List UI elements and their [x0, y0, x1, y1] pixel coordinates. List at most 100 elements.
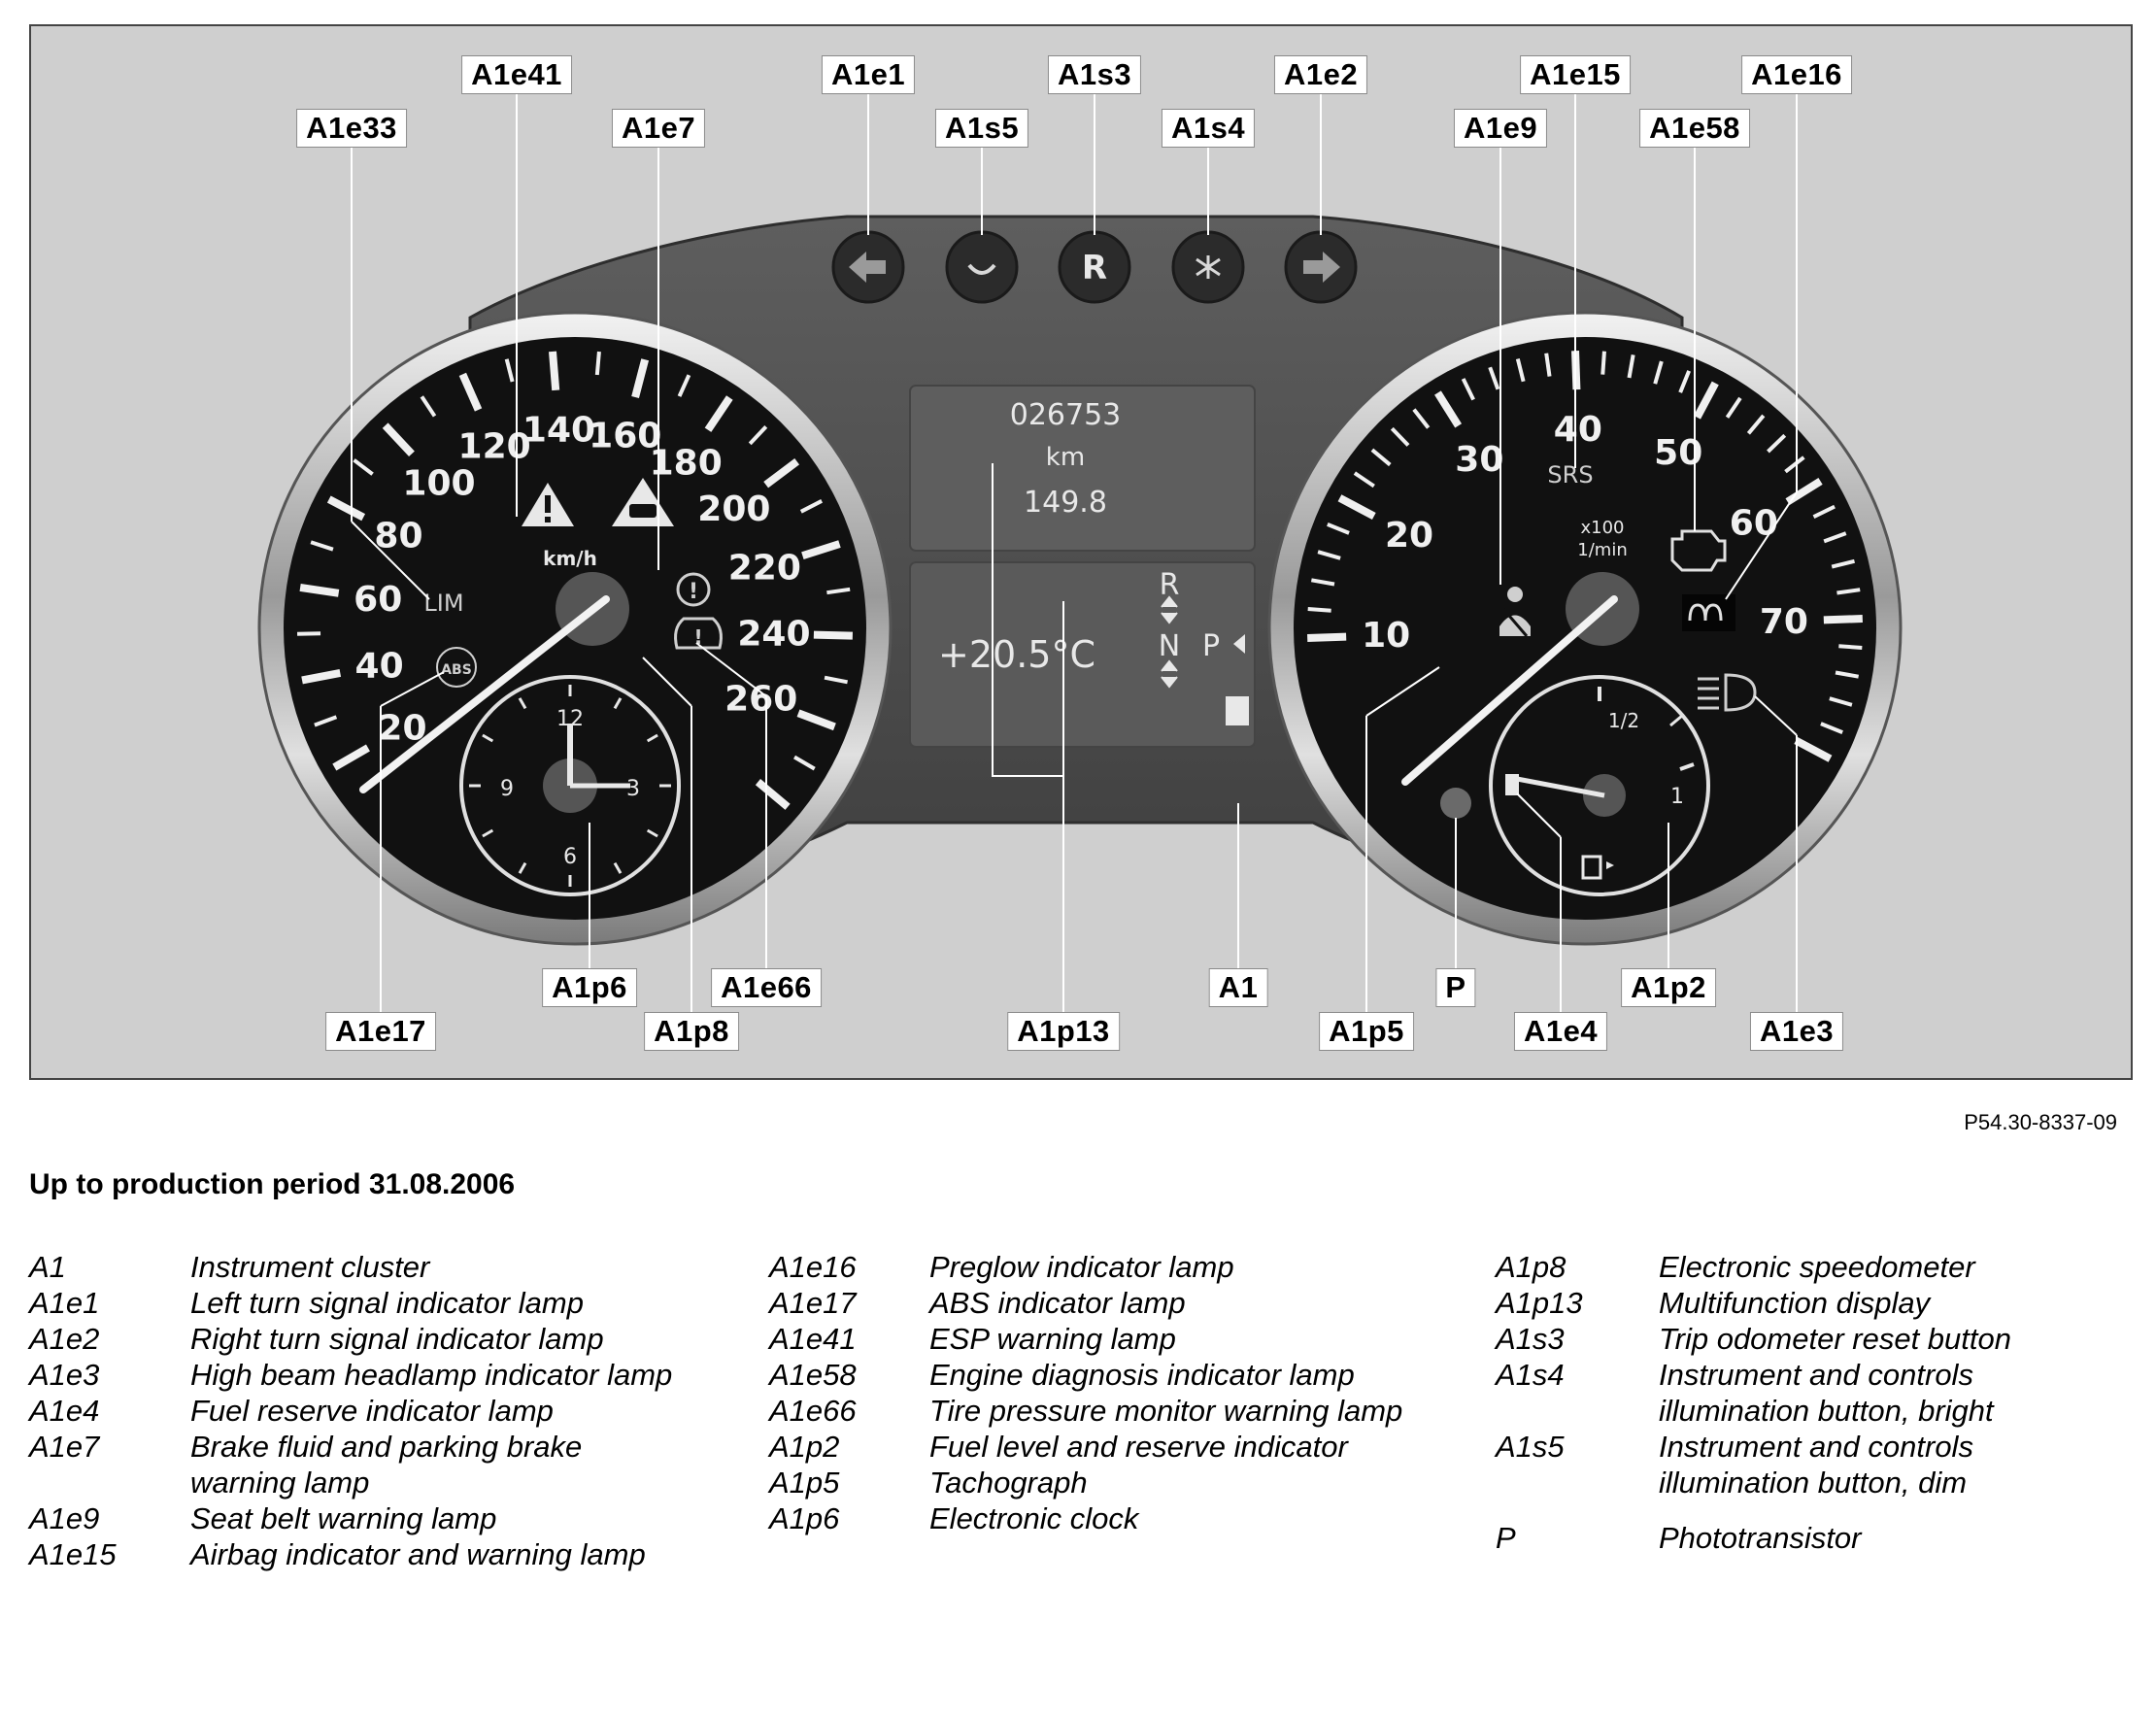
rpm-scale-tick: [1353, 471, 1375, 489]
legend-code: A1e16: [769, 1250, 857, 1284]
rpm-scale-tick: [1838, 644, 1863, 650]
legend-text: Right turn signal indicator lamp: [190, 1322, 604, 1356]
legend-text: Fuel reserve indicator lamp: [190, 1394, 554, 1428]
legend-text: Trip odometer reset button: [1659, 1322, 2011, 1356]
legend-text: Electronic speedometer: [1659, 1250, 1975, 1284]
legend-text: ABS indicator lamp: [929, 1286, 1186, 1320]
speed-scale-tick: [353, 458, 374, 476]
gear-p: P: [1202, 629, 1220, 663]
rpm-scale-tick: [1310, 578, 1335, 587]
speed-scale-tick: [704, 395, 733, 432]
speed-scale-tick: [382, 422, 415, 457]
leader-a1e17b: [380, 671, 445, 707]
gear-arrow-1: [1161, 595, 1178, 624]
reset-button[interactable]: R: [1058, 230, 1131, 304]
speed-scale-tick: [824, 675, 848, 685]
rpm-scale-tick: [1823, 531, 1847, 544]
rpm-scale-tick: [1653, 360, 1664, 385]
reset-button-label: R: [1082, 249, 1107, 287]
rpm-scale-label: 40: [1554, 410, 1602, 450]
figure-caption: Up to production period 31.08.2006: [29, 1168, 516, 1200]
legend-code: A1s5: [1496, 1430, 1565, 1464]
legend-text: Fuel level and reserve indicator: [929, 1430, 1348, 1464]
callout-a1s3: A1s3: [1047, 55, 1142, 94]
dim-button[interactable]: [945, 230, 1019, 304]
speed-scale-label: 160: [589, 417, 661, 456]
speed-scale-tick: [796, 709, 836, 731]
callout-a1p2: A1p2: [1621, 968, 1716, 1007]
legend-text: Seat belt warning lamp: [190, 1501, 497, 1535]
clock-tick: [613, 861, 623, 874]
trip-value: 149.8: [1024, 486, 1107, 520]
legend-text: Brake fluid and parking brake warning la…: [190, 1430, 583, 1500]
display-lower-panel: [909, 561, 1256, 748]
speed-scale-tick: [332, 744, 370, 771]
cluster-figure: 026753 km 149.8 +20.5°C R N P R: [29, 24, 2133, 1080]
legend-code: A1p5: [769, 1466, 840, 1500]
odometer-value: 026753: [1010, 398, 1122, 432]
speed-scale-tick: [763, 457, 800, 489]
preglow-icon: [1682, 594, 1735, 631]
leader-a1p13: [992, 463, 1064, 1031]
gear-n: N: [1159, 629, 1180, 663]
callout-a1e2: A1e2: [1273, 55, 1368, 94]
tire-pressure-icon: !: [674, 617, 723, 650]
gear-arrow-2: [1161, 659, 1178, 689]
legend-text: Instrument and controls illumination but…: [1659, 1358, 1994, 1428]
legend-code: A1e3: [29, 1358, 100, 1392]
speed-scale-tick: [748, 425, 768, 446]
speed-scale-tick: [826, 587, 851, 595]
legend-code: A1e41: [769, 1322, 857, 1356]
speed-scale-tick: [420, 395, 437, 418]
fuel-half-mark: 1/2: [1608, 709, 1639, 732]
speed-scale-tick: [793, 755, 816, 771]
clock-3: 3: [626, 777, 640, 801]
odometer-unit: km: [1046, 443, 1085, 472]
gear-indicator-arrow: [1233, 634, 1245, 654]
speed-scale-tick: [801, 540, 841, 560]
rpm-scale-tick: [1390, 426, 1410, 447]
phototransistor: [1440, 788, 1471, 819]
legend-code: A1e4: [29, 1394, 100, 1428]
legend-code: P: [1496, 1521, 1516, 1555]
speed-scale-tick: [301, 669, 342, 685]
clock-tick: [646, 828, 658, 838]
left-turn-button[interactable]: [831, 230, 905, 304]
speed-scale-label: 240: [737, 615, 810, 655]
legend-text: Electronic clock: [929, 1501, 1139, 1535]
seat-belt-icon: [1499, 587, 1531, 637]
high-beam-icon: [1698, 673, 1757, 712]
callout-a1p5: A1p5: [1319, 1012, 1414, 1051]
bright-button[interactable]: [1171, 230, 1245, 304]
speed-scale-tick: [631, 358, 650, 398]
speed-scale-label: 260: [724, 680, 797, 720]
gear-block: [1226, 696, 1249, 725]
rpm-scale-tick: [1767, 433, 1787, 454]
rpm-scale-tick: [1784, 455, 1805, 474]
leader-a1e33b: [351, 521, 430, 600]
speed-scale-label: 80: [374, 517, 422, 556]
callout-a1s5: A1s5: [934, 109, 1029, 148]
rpm-scale-tick: [1835, 670, 1860, 679]
brake-warning-icon: !: [676, 572, 711, 607]
rpm-scale-tick: [1746, 414, 1766, 435]
clock-tick: [482, 828, 494, 838]
rpm-scale-tick: [1412, 408, 1431, 429]
rpm-scale-tick: [1544, 353, 1552, 377]
speed-scale-label: 220: [728, 549, 801, 589]
speed-scale-label: 180: [650, 444, 723, 484]
right-turn-button[interactable]: [1284, 230, 1358, 304]
clock-tick: [646, 733, 658, 743]
legend-code: A1: [29, 1250, 66, 1284]
tachometer-needle: [1401, 595, 1618, 786]
